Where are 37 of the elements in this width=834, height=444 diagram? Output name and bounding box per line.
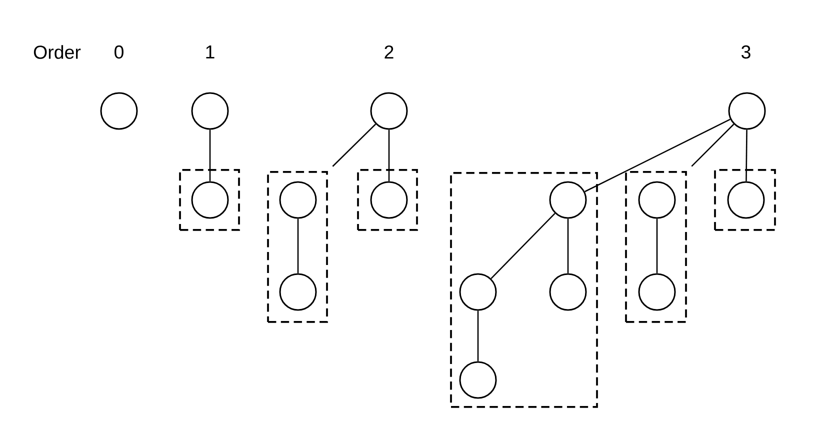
order-number: 3 xyxy=(742,45,750,59)
tree-edge xyxy=(691,124,734,167)
tree-node-circle xyxy=(370,92,408,130)
tree-node-circle xyxy=(279,181,317,219)
tree-node-circle xyxy=(727,181,765,219)
tree-edge xyxy=(584,118,730,192)
tree-edge xyxy=(656,218,658,274)
tree-node-circle xyxy=(459,361,497,399)
tree-edge xyxy=(746,130,748,182)
tree-node-circle xyxy=(728,92,766,130)
tree-node-circle xyxy=(459,273,497,311)
tree-edge xyxy=(332,124,376,167)
tree-node-circle xyxy=(370,181,408,219)
subtree-box xyxy=(714,169,776,231)
tree-node-circle xyxy=(638,273,676,311)
tree-edge xyxy=(388,130,390,182)
tree-node-circle xyxy=(638,181,676,219)
subtree-box xyxy=(357,169,418,231)
tree-node-circle xyxy=(549,181,587,219)
tree-edge xyxy=(297,218,299,274)
tree-node-circle xyxy=(191,181,229,219)
tree-node-circle xyxy=(279,273,317,311)
tree-edge xyxy=(209,130,211,182)
tree-node-circle xyxy=(100,92,138,130)
order-number: 0 xyxy=(114,45,124,59)
subtree-box xyxy=(625,171,687,323)
subtree-box xyxy=(450,172,598,408)
tree-node-circle xyxy=(191,92,229,130)
subtree-box xyxy=(267,171,328,323)
tree-node-circle xyxy=(549,273,587,311)
tree-edge xyxy=(567,218,569,274)
tree-edge xyxy=(477,310,479,362)
heading-label: Order xyxy=(34,45,81,59)
order-number: 2 xyxy=(384,45,394,59)
subtree-box xyxy=(179,169,240,231)
tree-edge xyxy=(490,212,556,280)
order-number: 1 xyxy=(206,46,214,58)
